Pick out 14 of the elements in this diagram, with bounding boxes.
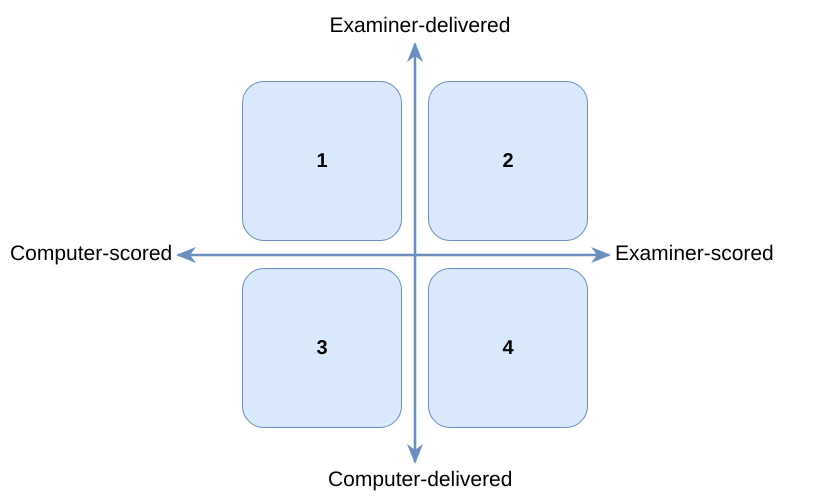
quadrant-number: 1: [316, 150, 328, 172]
quadrant-number: 2: [502, 150, 514, 172]
axis-label: Computer-scored: [10, 242, 172, 266]
axis-arrow: [407, 42, 423, 464]
axis-label: Examiner-delivered: [330, 14, 510, 38]
axis-arrow: [176, 247, 611, 263]
quadrant-box: [242, 268, 402, 428]
axis-label: Examiner-scored: [615, 242, 774, 266]
quadrant-box: [428, 81, 588, 241]
axis-label: Computer-delivered: [328, 468, 512, 492]
quadrant-box: [242, 81, 402, 241]
quadrant-number: 3: [316, 336, 328, 360]
quadrant-box: [428, 268, 588, 428]
quadrant-number: 4: [502, 336, 514, 360]
